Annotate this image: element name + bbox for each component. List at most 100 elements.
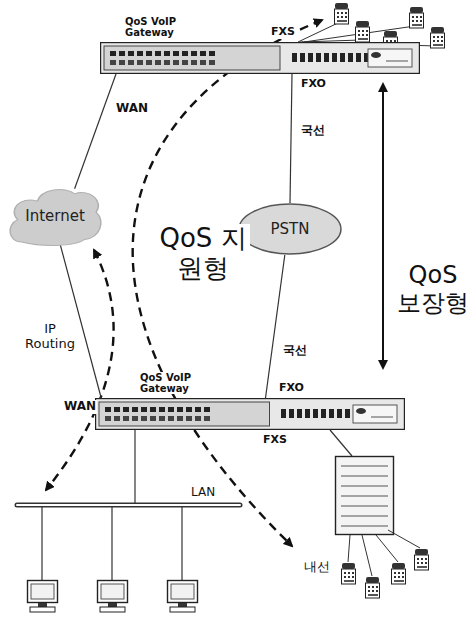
device-port bbox=[204, 407, 210, 412]
device-port bbox=[182, 60, 188, 65]
voice-flow-arrow bbox=[133, 20, 322, 546]
port-label: FXO bbox=[278, 382, 305, 395]
pbx-cabinet bbox=[336, 457, 394, 535]
device-port bbox=[128, 51, 134, 56]
device-port bbox=[137, 60, 143, 65]
pc-icon bbox=[28, 581, 58, 613]
device-port bbox=[128, 60, 134, 65]
device-port bbox=[332, 53, 337, 62]
device-port bbox=[123, 416, 129, 421]
phone-icon bbox=[431, 27, 445, 48]
routing-label: IP Routing bbox=[22, 322, 78, 352]
phone-icon bbox=[356, 21, 370, 42]
device-port bbox=[159, 416, 165, 421]
double-arrow bbox=[382, 84, 384, 368]
device-port bbox=[132, 407, 138, 412]
device-line bbox=[371, 417, 393, 418]
phone-icon bbox=[392, 563, 406, 584]
device-port bbox=[164, 60, 170, 65]
device-port bbox=[114, 407, 120, 412]
device-port bbox=[204, 416, 210, 421]
phone-icon bbox=[342, 563, 356, 584]
device-port bbox=[289, 409, 294, 418]
gateway-label: QoS VoIP Gateway bbox=[125, 16, 197, 38]
extension-label: 내선 bbox=[303, 560, 331, 575]
device-line bbox=[386, 61, 408, 62]
pbx-slots bbox=[341, 466, 388, 526]
device-port bbox=[200, 60, 206, 65]
device-port bbox=[168, 407, 174, 412]
pc-drops bbox=[42, 507, 182, 580]
device-badge bbox=[353, 405, 397, 423]
gateway-label: QoS VoIP Gateway bbox=[140, 372, 212, 394]
device-port bbox=[137, 51, 143, 56]
edge-label: 국선 bbox=[282, 344, 308, 358]
edge-label: WAN bbox=[115, 102, 149, 116]
fxs-wire bbox=[330, 430, 352, 456]
device-port bbox=[356, 53, 361, 62]
pc-icon bbox=[98, 581, 128, 613]
pc-icon bbox=[168, 581, 198, 613]
device-port bbox=[337, 409, 342, 418]
device-port bbox=[105, 407, 111, 412]
network-label: LAN bbox=[190, 486, 216, 500]
device-port bbox=[177, 416, 183, 421]
device-port bbox=[146, 51, 152, 56]
device-port bbox=[164, 51, 170, 56]
device-port bbox=[300, 53, 305, 62]
device-port bbox=[316, 53, 321, 62]
device-port bbox=[281, 409, 286, 418]
device-body bbox=[96, 399, 405, 430]
device-port bbox=[114, 416, 120, 421]
device-port bbox=[191, 51, 197, 56]
device-port bbox=[209, 60, 215, 65]
device-port bbox=[141, 416, 147, 421]
device-port bbox=[308, 53, 313, 62]
zone-label: QoS 지원형 bbox=[156, 224, 250, 284]
device-logo bbox=[356, 408, 366, 414]
device-port bbox=[186, 416, 192, 421]
lan-bus-core bbox=[17, 504, 240, 506]
device-port bbox=[150, 407, 156, 412]
device-port bbox=[340, 53, 345, 62]
device-port bbox=[305, 409, 310, 418]
device-port bbox=[191, 60, 197, 65]
device-panel bbox=[99, 402, 270, 426]
device-port bbox=[155, 60, 161, 65]
device-port bbox=[324, 53, 329, 62]
device-body bbox=[101, 43, 420, 74]
trunk-line bbox=[75, 74, 116, 189]
device-port bbox=[313, 409, 318, 418]
ellipse-shape bbox=[239, 204, 341, 254]
extension-wires bbox=[348, 530, 420, 576]
device-badge bbox=[368, 49, 412, 67]
device-port bbox=[123, 407, 129, 412]
device-port bbox=[348, 53, 353, 62]
gateway-device bbox=[100, 42, 420, 74]
trunk-line bbox=[60, 243, 101, 398]
port-label: FXS bbox=[262, 434, 288, 447]
node-label: PSTN bbox=[271, 221, 310, 238]
pstn-ellipse: PSTN bbox=[238, 203, 342, 255]
gateway-node: QoS VoIP Gateway bbox=[95, 372, 405, 430]
device-port bbox=[110, 51, 116, 56]
device-port bbox=[186, 407, 192, 412]
device-port bbox=[173, 60, 179, 65]
device-port bbox=[177, 407, 183, 412]
device-port bbox=[155, 51, 161, 56]
node-texts: Internet bbox=[25, 208, 85, 225]
device-port bbox=[159, 407, 165, 412]
data-flow-arrow bbox=[46, 250, 114, 490]
device-port bbox=[182, 51, 188, 56]
cloud-shape bbox=[10, 189, 101, 245]
device-port bbox=[321, 409, 326, 418]
zone-label: QoS 보장형 bbox=[394, 262, 472, 317]
phone-icon bbox=[366, 577, 380, 598]
device-port bbox=[329, 409, 334, 418]
device-port bbox=[168, 416, 174, 421]
device-port bbox=[173, 51, 179, 56]
device-port bbox=[345, 409, 350, 418]
device-port bbox=[195, 416, 201, 421]
lan-wire bbox=[134, 430, 135, 505]
